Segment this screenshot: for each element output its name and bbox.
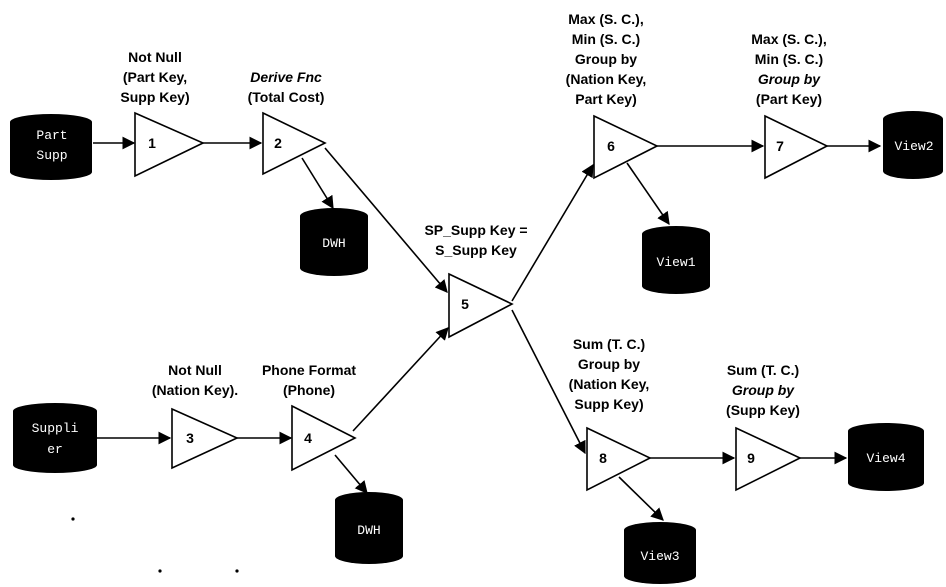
- edges: [93, 136, 882, 521]
- label-line: Supp Key): [574, 396, 643, 412]
- operator-number: 4: [304, 430, 312, 446]
- operator-9: 9: [735, 426, 802, 492]
- store-view4: View4: [848, 423, 924, 491]
- label-op4: Phone Format (Phone): [262, 362, 356, 398]
- label-line: (Phone): [283, 382, 335, 398]
- label-line: Phone Format: [262, 362, 356, 378]
- store-label: DWH: [357, 523, 380, 538]
- label-line: (Total Cost): [248, 89, 325, 105]
- label-line: Group by: [732, 382, 795, 398]
- operator-number: 1: [148, 135, 156, 151]
- store-dwh-bottom: DWH: [335, 492, 403, 564]
- store-view2: View2: [883, 111, 943, 179]
- edge-op8-view3: [618, 476, 664, 521]
- scan-specks: [71, 517, 239, 573]
- operator-6: 6: [593, 114, 659, 180]
- store-view3: View3: [624, 522, 696, 584]
- operator-number: 3: [186, 430, 194, 446]
- store-label: View1: [656, 255, 695, 270]
- store-label-line2: Supp: [36, 148, 67, 163]
- label-line: (Nation Key,: [566, 71, 647, 87]
- label-line: Derive Fnc: [250, 69, 322, 85]
- edge-op6-view1: [626, 162, 670, 226]
- store-label: View4: [866, 451, 905, 466]
- label-line: (Supp Key): [726, 402, 800, 418]
- operator-number: 9: [747, 450, 755, 466]
- store-view1: View1: [642, 226, 710, 294]
- operator-8: 8: [586, 426, 652, 492]
- label-op1: Not Null (Part Key, Supp Key): [120, 49, 189, 105]
- label-line: Sum (T. C.): [727, 362, 799, 378]
- store-label: View3: [640, 549, 679, 564]
- store-label-line1: Part: [36, 128, 67, 143]
- store-label-line2: er: [47, 442, 63, 457]
- label-line: Sum (T. C.): [573, 336, 645, 352]
- label-line: Not Null: [168, 362, 222, 378]
- edge-op5-op6: [511, 163, 594, 302]
- operator-number: 7: [776, 138, 784, 154]
- operator-number: 5: [461, 296, 469, 312]
- store-label-line1: Suppli: [32, 421, 79, 436]
- label-line: Max (S. C.),: [568, 11, 643, 27]
- label-line: Group by: [578, 356, 640, 372]
- label-line: SP_Supp Key =: [424, 222, 527, 238]
- edge-op5-op8: [511, 309, 586, 455]
- edge-op2-op5: [324, 147, 448, 293]
- operator-5: 5: [448, 272, 514, 339]
- label-line: S_Supp Key: [435, 242, 517, 258]
- label-line: Group by: [758, 71, 821, 87]
- label-op9: Sum (T. C.) Group by (Supp Key): [726, 362, 800, 418]
- speck: [71, 517, 75, 521]
- edge-op4-dwh: [334, 454, 368, 494]
- label-line: Min (S. C.): [572, 31, 640, 47]
- edge-op4-op5: [352, 327, 449, 432]
- label-op6: Max (S. C.), Min (S. C.) Group by (Natio…: [566, 11, 647, 107]
- label-line: Part Key): [575, 91, 636, 107]
- label-line: Min (S. C.): [755, 51, 823, 67]
- store-part-supp: Part Supp: [10, 114, 92, 180]
- label-op8: Sum (T. C.) Group by (Nation Key, Supp K…: [569, 336, 650, 412]
- speck: [235, 569, 239, 573]
- label-op7: Max (S. C.), Min (S. C.) Group by (Part …: [751, 31, 826, 107]
- label-line: Group by: [575, 51, 637, 67]
- store-label: DWH: [322, 236, 345, 251]
- label-line: (Part Key): [756, 91, 822, 107]
- label-op5: SP_Supp Key = S_Supp Key: [424, 222, 527, 258]
- label-op2: Derive Fnc (Total Cost): [248, 69, 325, 105]
- operator-number: 6: [607, 138, 615, 154]
- label-line: Supp Key): [120, 89, 189, 105]
- label-line: (Nation Key).: [152, 382, 238, 398]
- operator-2: 2: [262, 111, 327, 176]
- operator-number: 2: [274, 135, 282, 151]
- operator-3: 3: [171, 407, 239, 470]
- operator-1: 1: [134, 111, 205, 178]
- label-line: (Nation Key,: [569, 376, 650, 392]
- operator-number: 8: [599, 450, 607, 466]
- store-label: View2: [894, 139, 933, 154]
- label-line: (Part Key,: [123, 69, 187, 85]
- store-dwh-top: DWH: [300, 208, 368, 276]
- label-line: Max (S. C.),: [751, 31, 826, 47]
- label-op3: Not Null (Nation Key).: [152, 362, 238, 398]
- store-supplier: Suppli er: [13, 403, 97, 473]
- speck: [158, 569, 162, 573]
- operator-7: 7: [764, 114, 829, 180]
- operator-4: 4: [291, 404, 357, 472]
- edge-op2-dwh: [301, 157, 334, 210]
- label-line: Not Null: [128, 49, 182, 65]
